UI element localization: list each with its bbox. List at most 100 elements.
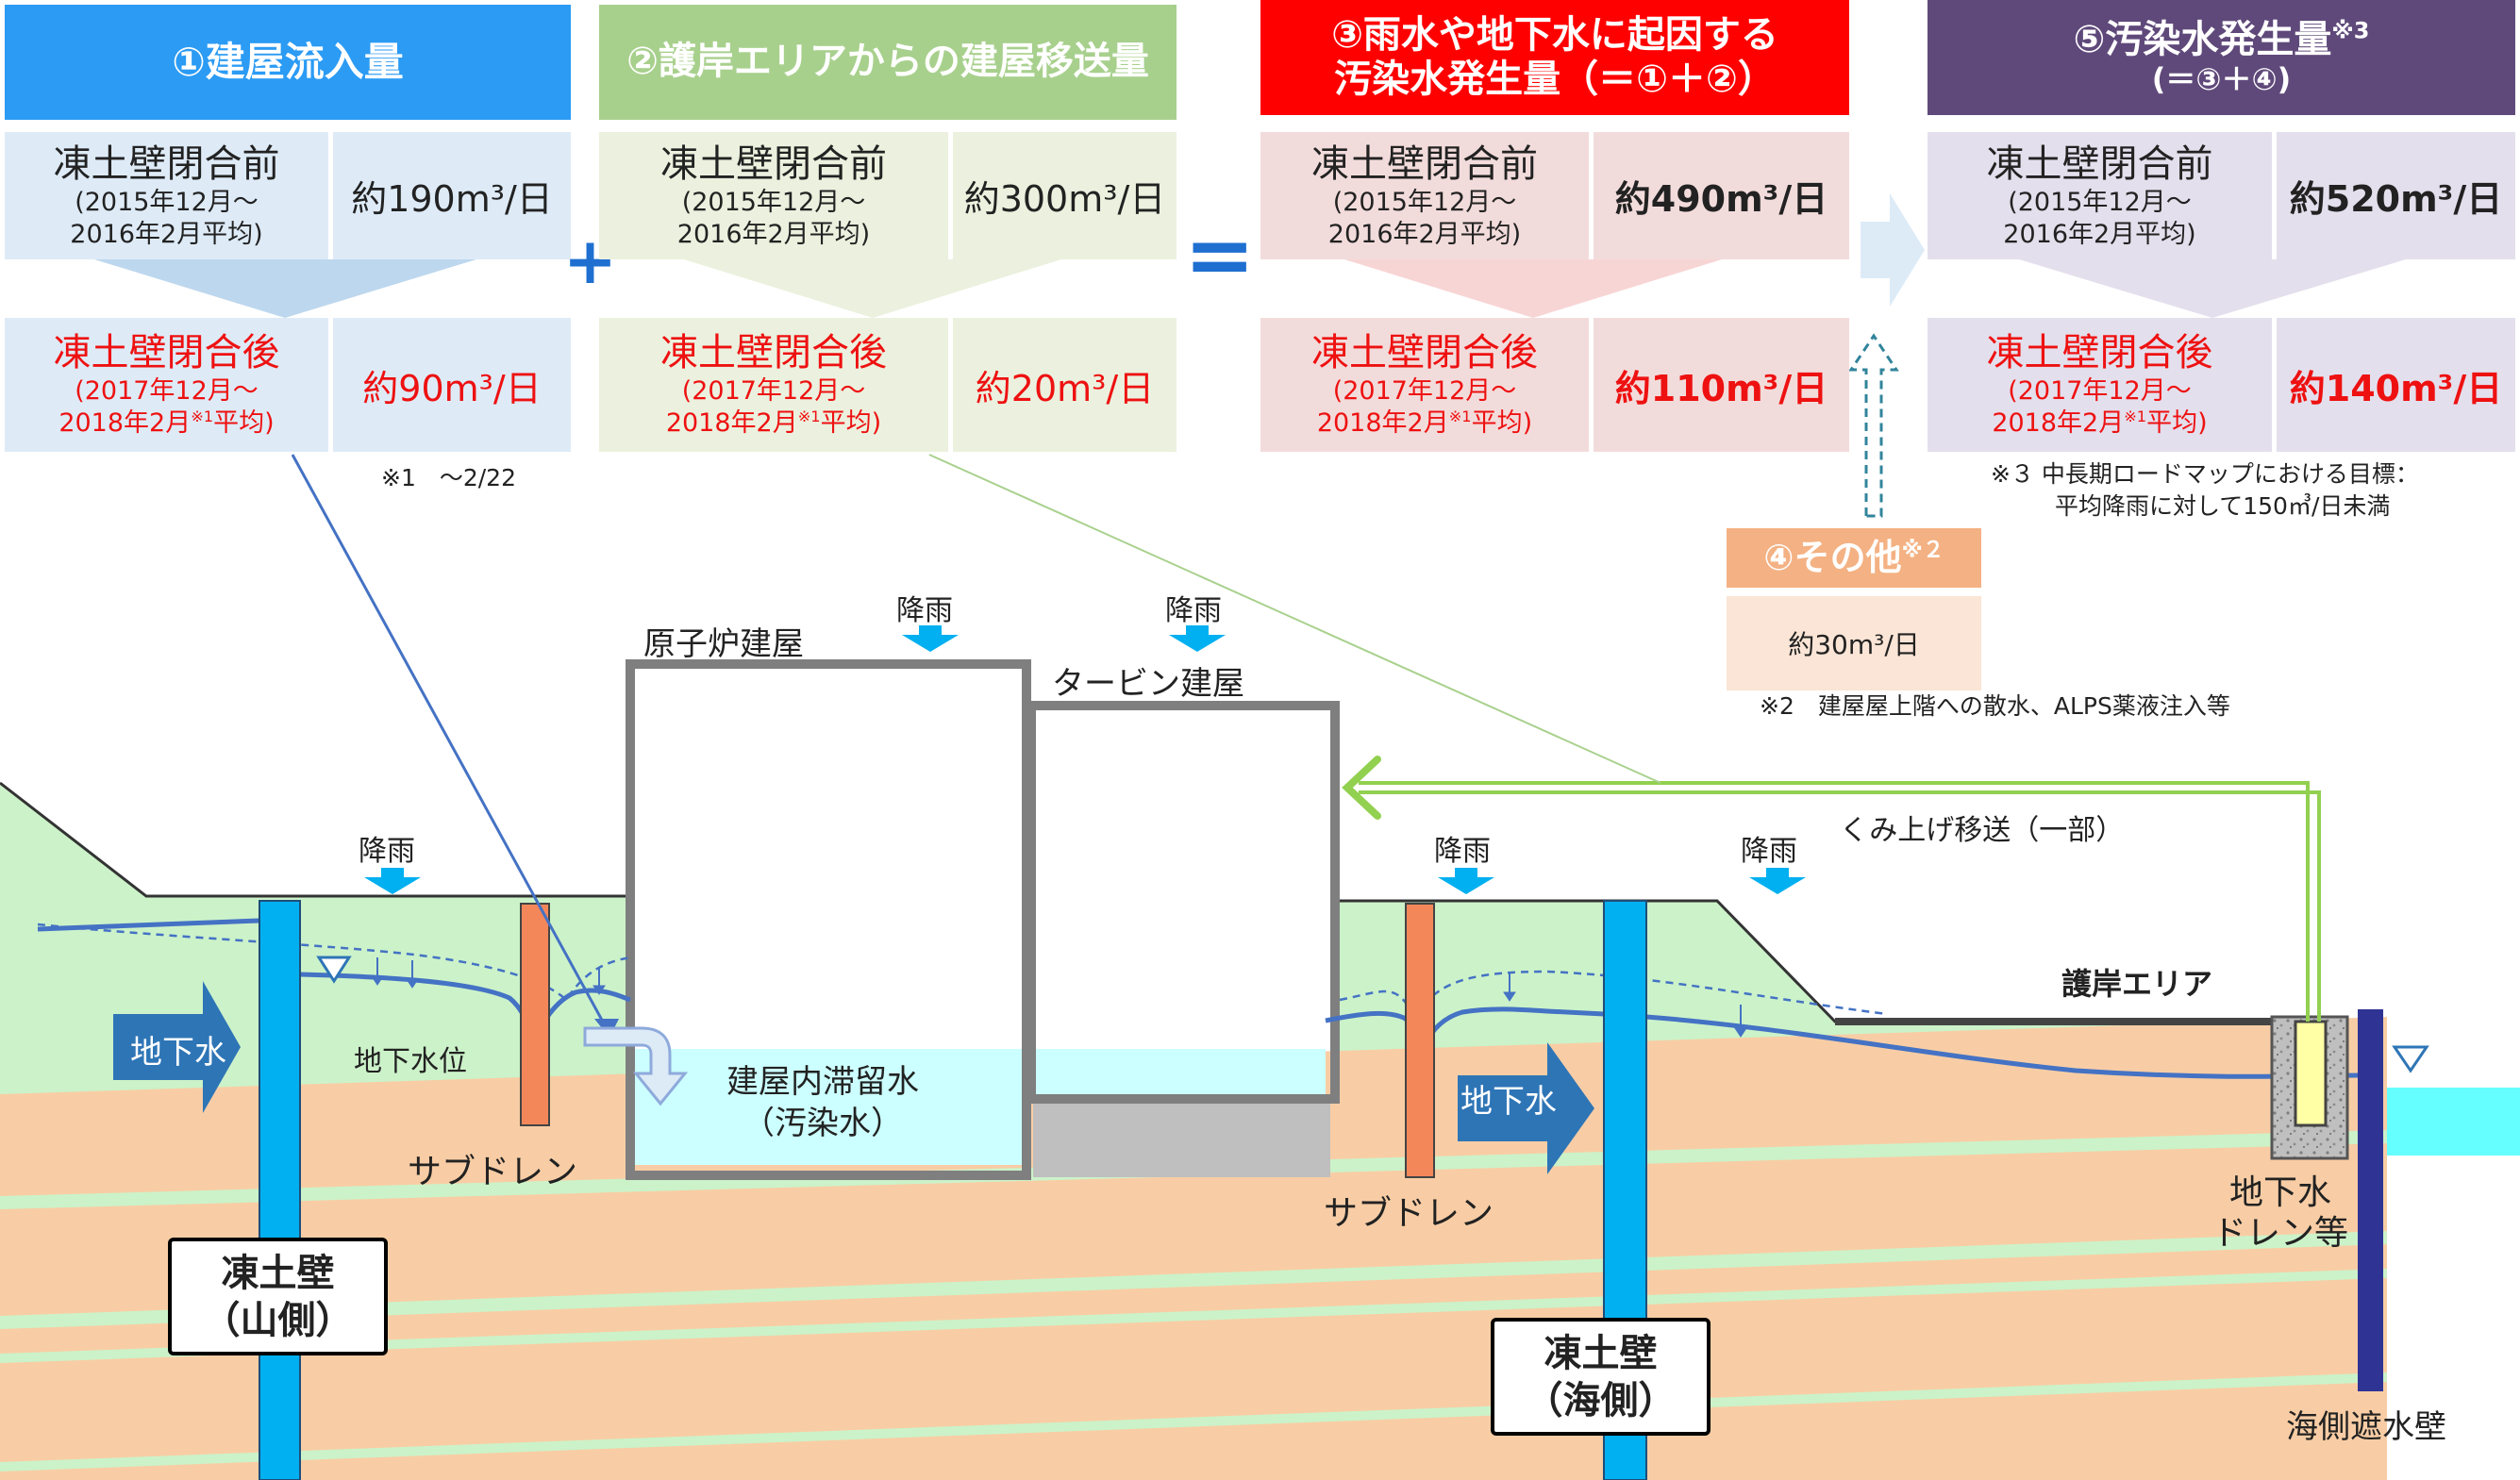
box1-before-period-1: (2015年12月～ (75, 187, 259, 217)
note-3-line2: 平均降雨に対して150㎥/日未満 (2055, 491, 2391, 520)
box3-after-period-1: (2017年12月～ (1332, 376, 1517, 407)
box2-after-value: 約20m³/日 (953, 318, 1177, 452)
box5-before-value-text: 約520m³/日 (2289, 178, 2503, 220)
box1-after-value: 約90m³/日 (333, 318, 571, 452)
box1-after-period-2-post: 平均) (213, 408, 275, 438)
box5-after-period-2: 2018年2月※1平均) (1992, 407, 2207, 440)
box2-before-label: 凍土壁閉合前 (660, 141, 887, 186)
green-band-3 (0, 1269, 2387, 1363)
box3-after-period-note: ※1 (1448, 407, 1472, 425)
box3-before-value: 約490m³/日 (1594, 132, 1849, 259)
groundwater-arrow-left-label: 地下水 (130, 1034, 226, 1072)
reactor-building-label: 原子炉建屋 (643, 625, 804, 663)
rain-arrows (364, 625, 1806, 894)
building-foundation (1033, 1099, 1330, 1177)
box5-before-period-1: (2015年12月～ (2008, 187, 2192, 217)
flow-arrow-box4-up (1848, 333, 1899, 518)
box1-before-cell: 凍土壁閉合前 (2015年12月～ 2016年2月平均) (5, 132, 328, 259)
box3-title-line2: 汚染水発生量（＝①＋②） (1334, 58, 1776, 101)
box4-value: 約30m³/日 (1788, 629, 1920, 660)
box2-after-period-note: ※1 (797, 407, 821, 425)
box5-after-period-1: (2017年12月～ (2008, 376, 2192, 407)
box4-value-cell: 約30m³/日 (1727, 596, 1981, 690)
box1-before-label: 凍土壁閉合前 (53, 141, 280, 186)
box5-after-cell: 凍土壁閉合後 (2017年12月～ 2018年2月※1平均) (1928, 318, 2272, 452)
box5-subtitle: (＝③＋④) (2151, 60, 2292, 97)
groundwater-arrow-right-shape (1458, 1042, 1594, 1174)
pumping-transfer-line (1342, 756, 2321, 1022)
seaside-impermeable-wall (2358, 1009, 2383, 1391)
box1-before-period-2: 2016年2月平均) (70, 219, 263, 249)
note-1: ※1 ～2/22 (381, 464, 516, 491)
building-inflow-arrow (583, 1026, 689, 1106)
orange-strata-1 (0, 1017, 2387, 1480)
box3-after-label: 凍土壁閉合後 (1311, 331, 1538, 375)
box5-title-note: ※3 (2331, 17, 2370, 44)
chevron-box5 (2019, 259, 2406, 318)
box1-before-value-text: 約190m³/日 (351, 178, 553, 220)
rain-label-1: 降雨 (359, 835, 415, 868)
subdrain-label-right: サブドレン (1324, 1194, 1494, 1233)
box1-after-period-2: 2018年2月※1平均) (58, 407, 274, 440)
groundwater-arrow-left-shape (113, 981, 241, 1113)
box1-after-value-text: 約90m³/日 (362, 367, 542, 409)
turbine-stagnant-water (1036, 1049, 1326, 1096)
groundwater-drain-label-2: ドレン等 (2212, 1214, 2349, 1254)
frozen-wall-sea-label-1: 凍土壁 (1544, 1331, 1658, 1375)
turbine-building-label: タービン建屋 (1052, 665, 1244, 703)
box3-before-label: 凍土壁閉合前 (1311, 141, 1538, 186)
stagnant-water-label-1: 建屋内滞留水 (726, 1063, 919, 1101)
box2-before-value-text: 約300m³/日 (963, 178, 1166, 220)
box5-after-period-note: ※1 (2124, 407, 2147, 425)
turbine-building (1026, 701, 1340, 1104)
box3-after-cell: 凍土壁閉合後 (2017年12月～ 2018年2月※1平均) (1260, 318, 1589, 452)
box5-after-value-text: 約140m³/日 (2289, 367, 2503, 409)
box2-before-cell: 凍土壁閉合前 (2015年12月～ 2016年2月平均) (599, 132, 948, 259)
box5-before-cell: 凍土壁閉合前 (2015年12月～ 2016年2月平均) (1928, 132, 2272, 259)
connector-line-box1 (291, 454, 606, 1024)
box3-after-value-text: 約110m³/日 (1614, 367, 1828, 409)
box5-after-label: 凍土壁閉合後 (1986, 331, 2213, 375)
subdrain-label-left: サブドレン (408, 1153, 578, 1191)
box1-after-period-note: ※1 (191, 407, 214, 425)
groundwater-drain-label-1: 地下水 (2229, 1173, 2332, 1212)
seaside-wall-label: 海側遮水壁 (2286, 1408, 2446, 1446)
frozen-wall-mountain-label-2: （山側） (202, 1298, 354, 1342)
box3-title-line1: ③雨水や地下水に起因する (1331, 12, 1778, 57)
note-2: ※2 建屋屋上階への散水、ALPS薬液注入等 (1760, 692, 2230, 720)
chevron-box3 (1344, 259, 1722, 318)
box1-after-label: 凍土壁閉合後 (53, 331, 280, 375)
connector-line-box2 (928, 454, 1661, 784)
box3-after-period-2-post: 平均) (1471, 408, 1533, 438)
box4-header: ④その他※２ (1727, 528, 1981, 588)
box5-header: ⑤汚染水発生量※3 (＝③＋④) (1928, 0, 2515, 115)
box2-before-period-1: (2015年12月～ (681, 187, 866, 217)
subdrain-right (1405, 903, 1435, 1178)
box5-after-period-2-pre: 2018年2月 (1992, 408, 2125, 438)
rain-label-2: 降雨 (896, 594, 953, 627)
box4-title: ④その他 (1763, 537, 1902, 579)
groundwater-drain-pipe (2294, 1020, 2328, 1127)
box2-after-period-2-post: 平均) (820, 408, 882, 438)
chevron-box2 (684, 259, 1061, 318)
green-band-4 (0, 1372, 2387, 1472)
box2-header: ②護岸エリアからの建屋移送量 (599, 5, 1177, 120)
reactor-stagnant-water (634, 1049, 1023, 1165)
box4-title-note: ※２ (1901, 538, 1944, 563)
frozen-wall-mountain-label-1: 凍土壁 (221, 1251, 335, 1295)
note-3: ※３ 中長期ロードマップにおける目標： 平均降雨に対して150㎥/日未満 (1991, 458, 2419, 523)
box5-before-value: 約520m³/日 (2277, 132, 2515, 259)
box5-title-row: ⑤汚染水発生量※3 (2074, 18, 2370, 62)
frozen-wall-sea-label-2: （海側） (1525, 1378, 1677, 1422)
box1-after-cell: 凍土壁閉合後 (2017年12月～ 2018年2月※1平均) (5, 318, 328, 452)
box1-before-value: 約190m³/日 (333, 132, 571, 259)
box3-after-value: 約110m³/日 (1594, 318, 1849, 452)
box3-before-value-text: 約490m³/日 (1614, 178, 1828, 220)
groundwater-drain-label: 地下水 ドレン等 (2212, 1172, 2348, 1254)
box2-title: ②護岸エリアからの建屋移送量 (626, 40, 1149, 84)
flow-arrow-box3-to-box5 (1861, 193, 1925, 307)
stagnant-water-label: 建屋内滞留水 （汚染水） (726, 1061, 919, 1144)
box5-after-value: 約140m³/日 (2277, 318, 2515, 452)
box1-after-period-2-pre: 2018年2月 (58, 408, 192, 438)
